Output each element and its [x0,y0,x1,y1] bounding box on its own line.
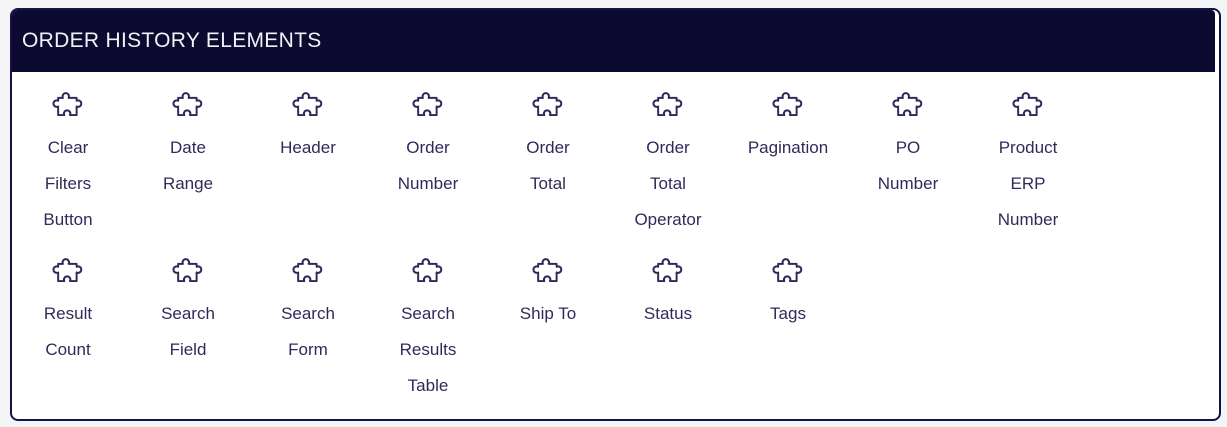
element-label: Clear Filters Button [43,138,93,229]
element-item-header[interactable]: Header [268,88,348,166]
element-item-tags[interactable]: Tags [748,254,828,332]
puzzle-icon [172,88,204,120]
element-label: Tags [770,304,806,323]
element-label: Status [643,304,693,323]
puzzle-icon [52,254,84,286]
puzzle-icon [412,254,444,286]
puzzle-icon [412,88,444,120]
puzzle-icon [892,88,924,120]
element-item-search-results-table[interactable]: Search Results Table [388,254,468,404]
element-label: Order Total [526,138,570,193]
element-label: Search Results Table [399,304,457,395]
element-item-order-total-operator[interactable]: Order Total Operator [628,88,708,238]
element-label: Header [280,138,336,157]
element-item-order-number[interactable]: Order Number [388,88,468,202]
element-label: Search Field [161,304,215,359]
element-item-clear-filters-button[interactable]: Clear Filters Button [28,88,108,238]
element-label: Pagination [747,138,829,157]
element-item-ship-to[interactable]: Ship To [508,254,588,332]
element-label: Order Number [397,138,459,193]
element-label: Search Form [281,304,335,359]
puzzle-icon [52,88,84,120]
puzzle-icon [652,254,684,286]
element-item-product-erp-number[interactable]: Product ERP Number [988,88,1068,238]
element-grid: Clear Filters Button Date Range Header O… [12,72,1112,419]
order-history-elements-panel: ORDER HISTORY ELEMENTS Clear Filters But… [10,8,1221,421]
puzzle-icon [292,88,324,120]
puzzle-icon [1012,88,1044,120]
element-label: Ship To [519,304,577,323]
puzzle-icon [772,88,804,120]
puzzle-icon [532,88,564,120]
puzzle-icon [532,254,564,286]
element-item-po-number[interactable]: PO Number [868,88,948,202]
element-label: Product ERP Number [997,138,1059,229]
element-label: Date Range [162,138,214,193]
panel-title: ORDER HISTORY ELEMENTS [22,29,322,52]
element-label: Order Total Operator [634,138,702,229]
element-item-search-form[interactable]: Search Form [268,254,348,368]
panel-header: ORDER HISTORY ELEMENTS [12,10,1215,72]
element-item-pagination[interactable]: Pagination [748,88,828,166]
element-label: Result Count [43,304,93,359]
puzzle-icon [772,254,804,286]
element-item-order-total[interactable]: Order Total [508,88,588,202]
puzzle-icon [652,88,684,120]
element-item-date-range[interactable]: Date Range [148,88,228,202]
element-item-result-count[interactable]: Result Count [28,254,108,368]
puzzle-icon [172,254,204,286]
element-label: PO Number [877,138,939,193]
element-item-status[interactable]: Status [628,254,708,332]
element-item-search-field[interactable]: Search Field [148,254,228,368]
puzzle-icon [292,254,324,286]
